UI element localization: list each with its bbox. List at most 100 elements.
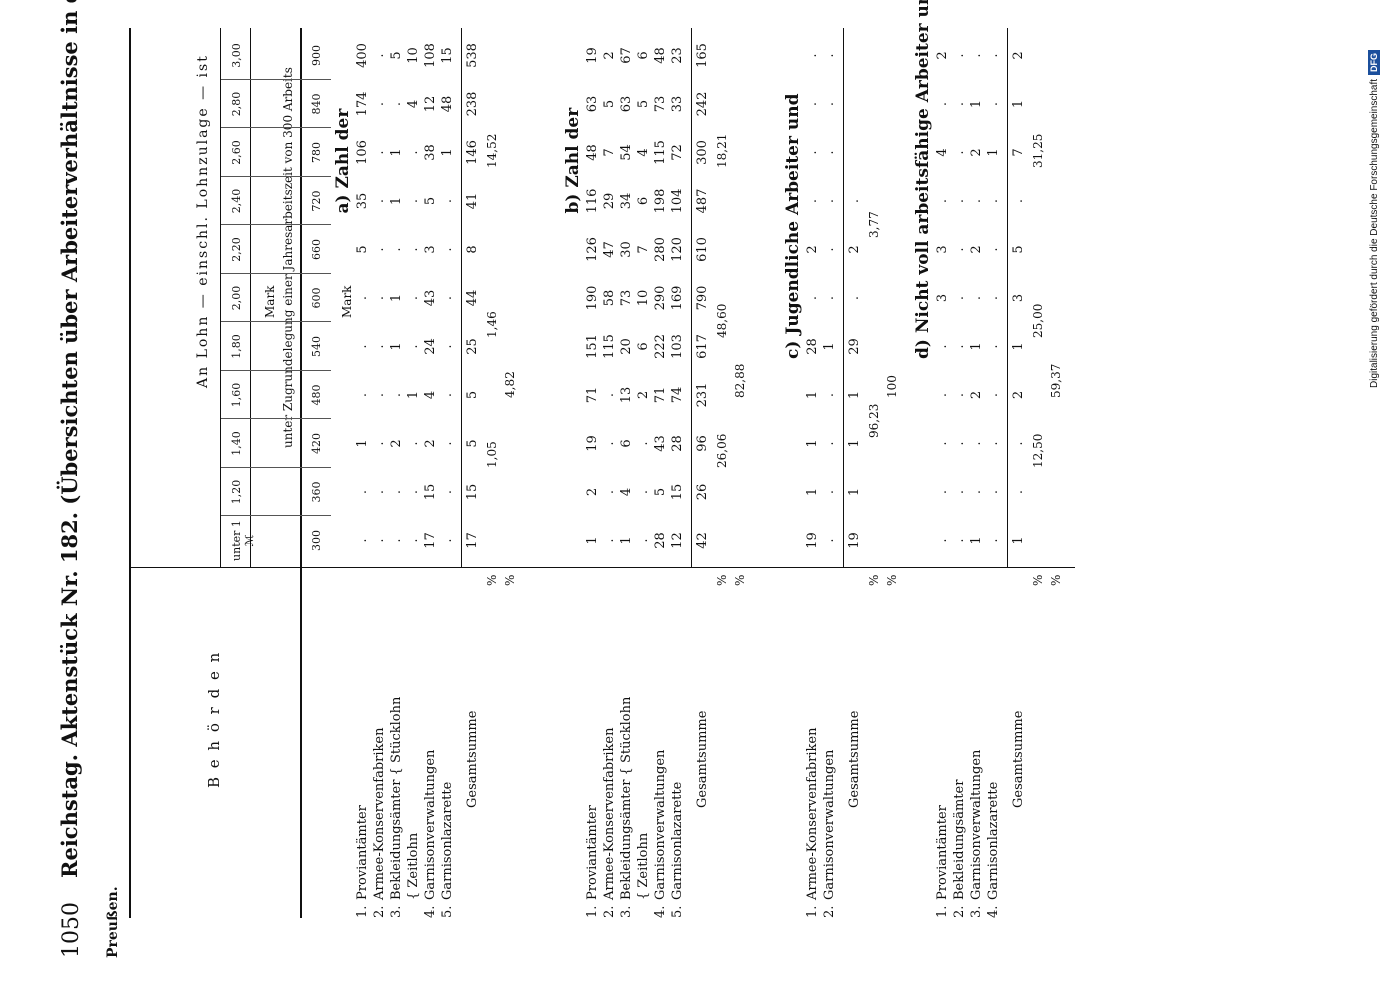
table-cell: .: [372, 344, 387, 349]
table-cell: 2: [969, 245, 984, 254]
table-cell: .: [969, 295, 984, 301]
table-cell: 23: [670, 47, 685, 64]
table-cell: .: [822, 538, 837, 543]
row-number: 3.: [969, 905, 984, 918]
table-cell: 2: [935, 51, 950, 60]
table-cell: .: [822, 198, 837, 204]
percent-value: 96,23: [867, 403, 881, 438]
total-cell: 7: [1011, 148, 1026, 157]
table-cell: .: [822, 247, 837, 252]
percent-value: 1,46: [485, 311, 499, 338]
authorities-header: B e h ö r d e n: [205, 650, 223, 788]
total-label: Gesamtsumme: [847, 710, 862, 808]
column-header-wage: 2,20: [230, 237, 243, 262]
column-header-annual: 720: [310, 190, 323, 212]
table-cell: .: [602, 538, 617, 543]
table-cell: .: [372, 198, 387, 204]
table-cell: 169: [670, 285, 685, 311]
table-cell: .: [389, 247, 404, 252]
total-cell: .: [847, 198, 862, 204]
table-cell: 4: [935, 148, 950, 157]
total-label: Gesamtsumme: [1011, 710, 1026, 808]
table-cell: 103: [670, 334, 685, 359]
table-cell: 5: [355, 245, 370, 254]
section-title: a) Zahl der: [333, 108, 353, 214]
page-number: 1050: [59, 902, 84, 958]
table-cell: 19: [585, 435, 600, 452]
table-cell: 63: [585, 95, 600, 113]
table-cell: .: [406, 198, 421, 204]
percent-label: %: [1049, 574, 1063, 586]
row-label: Garnisonverwaltungen: [653, 749, 668, 900]
table-cell: 2: [969, 148, 984, 157]
total-cell: 1: [847, 487, 862, 497]
table-cell: .: [986, 198, 1001, 204]
row-number: 2.: [602, 905, 617, 918]
table-cell: 1: [389, 293, 404, 303]
row-label: Bekleidungsämter { Stücklohn: [619, 696, 634, 900]
total-cell: 29: [847, 338, 862, 355]
total-cell: 2: [847, 245, 862, 254]
percent-value: 82,88: [733, 363, 747, 398]
table-cell: 115: [602, 334, 617, 359]
table-cell: .: [952, 344, 967, 349]
table-cell: 4: [619, 487, 634, 497]
table-cell: 6: [636, 51, 651, 60]
header-split-rule-2: [250, 28, 251, 568]
table-cell: 1: [986, 148, 1001, 157]
percent-value: 1,05: [485, 441, 499, 468]
table-cell: 3: [423, 245, 438, 254]
dfg-logo-icon: DFG: [1368, 49, 1380, 75]
table-cell: 2: [805, 245, 820, 254]
row-label: Armee-Konservenfabriken: [602, 727, 617, 900]
table-cell: .: [952, 101, 967, 107]
table-cell: .: [389, 101, 404, 107]
table-cell: .: [389, 392, 404, 398]
table-cell: .: [952, 198, 967, 204]
table-cell: .: [406, 538, 421, 543]
total-cell: 1: [1011, 536, 1026, 545]
table-cell: 1: [585, 536, 600, 545]
table-cell: .: [440, 198, 455, 204]
table-cell: .: [986, 392, 1001, 398]
table-cell: .: [986, 489, 1001, 495]
table-cell: 10: [636, 289, 651, 307]
table-cell: 3: [935, 245, 950, 254]
table-cell: 198: [653, 188, 668, 214]
page-title: Reichstag. Aktenstück Nr. 182. (Übersich…: [57, 0, 82, 878]
row-number: 2.: [952, 905, 967, 918]
total-cell: .: [847, 295, 862, 301]
table-cell: .: [355, 295, 370, 301]
table-cell: 190: [585, 285, 600, 311]
table-cell: .: [372, 247, 387, 252]
percent-value: 26,06: [715, 433, 729, 468]
percent-value: 25,00: [1031, 303, 1045, 338]
table-cell: 116: [585, 188, 600, 214]
row-number: 1.: [585, 905, 600, 918]
table-cell: .: [952, 538, 967, 543]
column-header-annual: 840: [310, 93, 323, 115]
total-cell: 17: [465, 532, 480, 549]
total-cell: 42: [695, 532, 710, 549]
percent-label: %: [485, 574, 499, 586]
table-cell: .: [805, 198, 820, 204]
row-number: 3.: [389, 905, 404, 918]
row-label: { Zeitlohn: [636, 832, 651, 900]
table-cell: 1: [406, 390, 421, 400]
column-rule: [221, 176, 331, 177]
column-rule: [221, 273, 331, 274]
table-cell: .: [602, 489, 617, 495]
total-cell: .: [1011, 441, 1026, 446]
row-label: Proviantämter: [935, 805, 950, 900]
table-cell: 67: [619, 47, 634, 64]
table-cell: .: [406, 247, 421, 252]
table-cell: .: [969, 198, 984, 204]
table-cell: 63: [619, 95, 634, 113]
table-cell: 38: [423, 144, 438, 161]
table-cell: 48: [440, 95, 455, 113]
table-cell: 280: [653, 237, 668, 262]
table-cell: .: [389, 538, 404, 543]
total-cell: 165: [695, 43, 710, 68]
row-label: Bekleidungsämter: [952, 779, 967, 900]
table-cell: 5: [602, 99, 617, 109]
